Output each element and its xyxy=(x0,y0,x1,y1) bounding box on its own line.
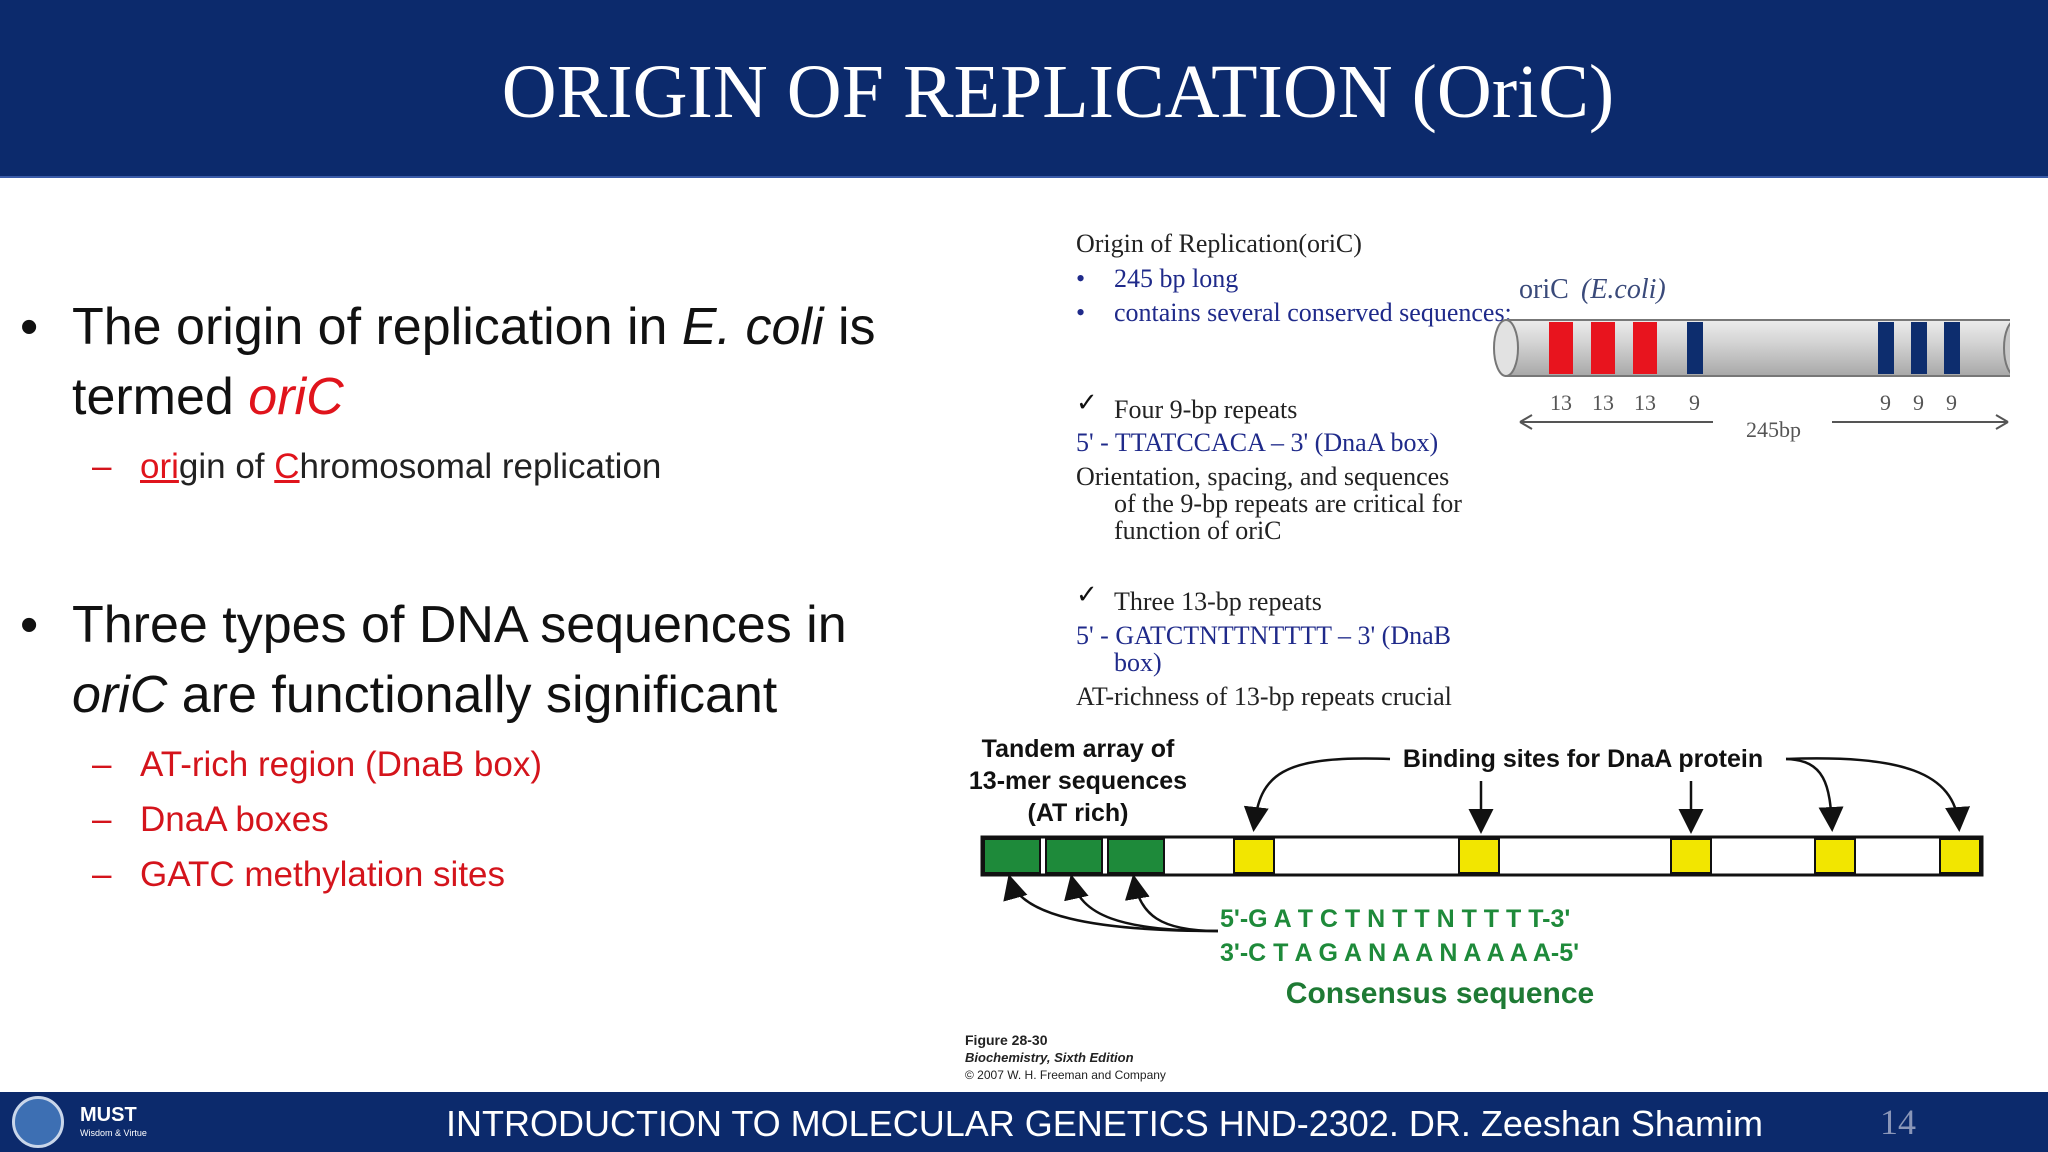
binding-arrow xyxy=(1785,757,1971,832)
map-cylinder xyxy=(1505,319,2017,377)
map-number: 13 xyxy=(1550,390,1572,415)
tandem-label-2: 13-mer sequences xyxy=(969,767,1187,795)
green-box xyxy=(1107,838,1165,874)
map-number: 9 xyxy=(1880,390,1891,415)
dash: – xyxy=(92,855,112,894)
map-number: 13 xyxy=(1634,390,1656,415)
repeat9-note-3: function of oriC xyxy=(1114,516,1282,545)
dash: – xyxy=(92,447,112,486)
box-13mer xyxy=(1549,322,1573,374)
bullet-2-text: Three types of DNA sequences in oriC are… xyxy=(72,590,952,730)
map-label: oriC xyxy=(1519,274,1569,305)
yellow-box xyxy=(1233,838,1275,874)
box-9mer xyxy=(1911,322,1927,374)
credit-figure: Figure 28-30 xyxy=(965,1032,1048,1048)
green-box xyxy=(1045,838,1103,874)
arrow-right-icon xyxy=(1995,414,2009,430)
bullet-1-text: The origin of replication in E. coli is … xyxy=(72,292,952,432)
map-number: 9 xyxy=(1913,390,1924,415)
repeat13-note: AT-richness of 13-bp repeats crucial xyxy=(1076,682,1452,711)
repeat13-title: Three 13-bp repeats xyxy=(1114,587,1322,616)
tandem-arrow xyxy=(1003,874,1219,933)
map-length: 245bp xyxy=(1746,417,1801,442)
repeat13-seq-2: box) xyxy=(1114,648,1162,677)
bullet-dot: • xyxy=(20,596,39,654)
bullet-2-text-b: are functionally significant xyxy=(167,666,778,724)
fig-heading: Origin of Replication(oriC) xyxy=(1076,229,1362,258)
green-box xyxy=(983,838,1041,874)
repeat9-title: Four 9-bp repeats xyxy=(1114,395,1297,424)
check-icon: ✓ xyxy=(1076,388,1098,417)
box-13mer xyxy=(1633,322,1657,374)
tandem-arrow xyxy=(1124,874,1219,933)
page-number: 14 xyxy=(1880,1102,1916,1142)
yellow-box xyxy=(1814,838,1856,874)
binding-label: Binding sites for DnaA protein xyxy=(1403,745,1763,773)
map-number: 9 xyxy=(1946,390,1957,415)
logo-name: MUST xyxy=(80,1104,137,1126)
credit-publisher: © 2007 W. H. Freeman and Company xyxy=(965,1068,1166,1082)
subitem-text: AT-rich region (DnaB box) xyxy=(140,745,543,784)
box-9mer xyxy=(1878,322,1894,374)
box-9mer xyxy=(1944,322,1960,374)
repeat9-note-2: of the 9-bp repeats are critical for xyxy=(1114,489,1462,518)
slide-footer: MUST Wisdom & Virtue INTRODUCTION TO MOL… xyxy=(0,1092,2048,1152)
map-label-italic: (E.coli) xyxy=(1581,274,1666,305)
repeat9-seq: 5' - TTATCCACA – 3' (DnaA box) xyxy=(1076,428,1438,457)
yellow-box xyxy=(1939,838,1981,874)
box-13mer xyxy=(1591,322,1615,374)
binding-arrow xyxy=(1243,757,1391,832)
map-number: 13 xyxy=(1592,390,1614,415)
tandem-label-1: Tandem array of xyxy=(982,735,1175,763)
credit-book: Biochemistry, Sixth Edition xyxy=(965,1050,1134,1065)
underline-c: C xyxy=(274,447,300,486)
footer-text: INTRODUCTION TO MOLECULAR GENETICS HND-2… xyxy=(446,1103,1763,1144)
consensus-top: 5'-G A T C T N T T N T T T T-3' xyxy=(1220,905,1570,933)
map-cylinder-end xyxy=(1493,319,1519,377)
bottom-diagram: Tandem array of 13-mer sequences (AT ric… xyxy=(965,735,1984,1082)
fig-point-1: 245 bp long xyxy=(1114,264,1238,293)
bullet-2-italic: oriC xyxy=(72,666,168,724)
fig-bullet-dot: • xyxy=(1076,298,1085,327)
consensus-bottom: 3'-C T A G A N A A N A A A A-5' xyxy=(1220,939,1579,967)
bullet-2-text-a: Three types of DNA sequences in xyxy=(72,596,847,654)
subitem-text: hromosomal replication xyxy=(299,447,662,486)
oric-map: oriC (E.coli) 13 13 13 9 9 9 9 245bp xyxy=(1493,274,2029,442)
bullet-1-text-a: The origin of replication in xyxy=(72,298,682,356)
fig-bullet-dot: • xyxy=(1076,264,1085,293)
arrow-left-icon xyxy=(1519,414,1533,430)
subitem-text: GATC methylation sites xyxy=(140,855,506,894)
oric-diagram: Origin of Replication(oriC) • 245 bp lon… xyxy=(965,229,2029,1082)
tandem-label-3: (AT rich) xyxy=(1028,799,1129,827)
repeat9-note-1: Orientation, spacing, and sequences xyxy=(1076,462,1449,491)
bullet-1-italic: E. coli xyxy=(681,298,824,356)
check-icon: ✓ xyxy=(1076,580,1098,609)
bullet-1-oric: oriC xyxy=(248,368,344,426)
consensus-label: Consensus sequence xyxy=(1286,977,1594,1010)
logo-tagline: Wisdom & Virtue xyxy=(80,1128,147,1138)
underline-ori: ori xyxy=(140,447,179,486)
dash: – xyxy=(92,745,112,784)
subitem-text: gin of xyxy=(178,447,275,486)
bullet-1-text-b: is termed xyxy=(72,298,876,426)
subitem-text: DnaA boxes xyxy=(140,800,329,839)
binding-arrow xyxy=(1785,757,1844,832)
slide-header: ORIGIN OF REPLICATION (OriC) xyxy=(0,0,2048,178)
yellow-box xyxy=(1670,838,1712,874)
oric-figure: Origin of Replication(oriC) • 245 bp lon… xyxy=(960,215,2029,1085)
map-number: 9 xyxy=(1689,390,1700,415)
tandem-arrow xyxy=(1064,874,1219,933)
logo-emblem-icon xyxy=(12,1096,64,1148)
fig-point-2: contains several conserved sequences: xyxy=(1114,298,1512,327)
repeat13-seq-1: 5' - GATCTNTTNTTTT – 3' (DnaB xyxy=(1076,621,1451,650)
dash: – xyxy=(92,800,112,839)
yellow-box xyxy=(1458,838,1500,874)
box-9mer xyxy=(1687,322,1703,374)
bullet-dot: • xyxy=(20,298,39,356)
slide-title: ORIGIN OF REPLICATION (OriC) xyxy=(501,50,1615,134)
